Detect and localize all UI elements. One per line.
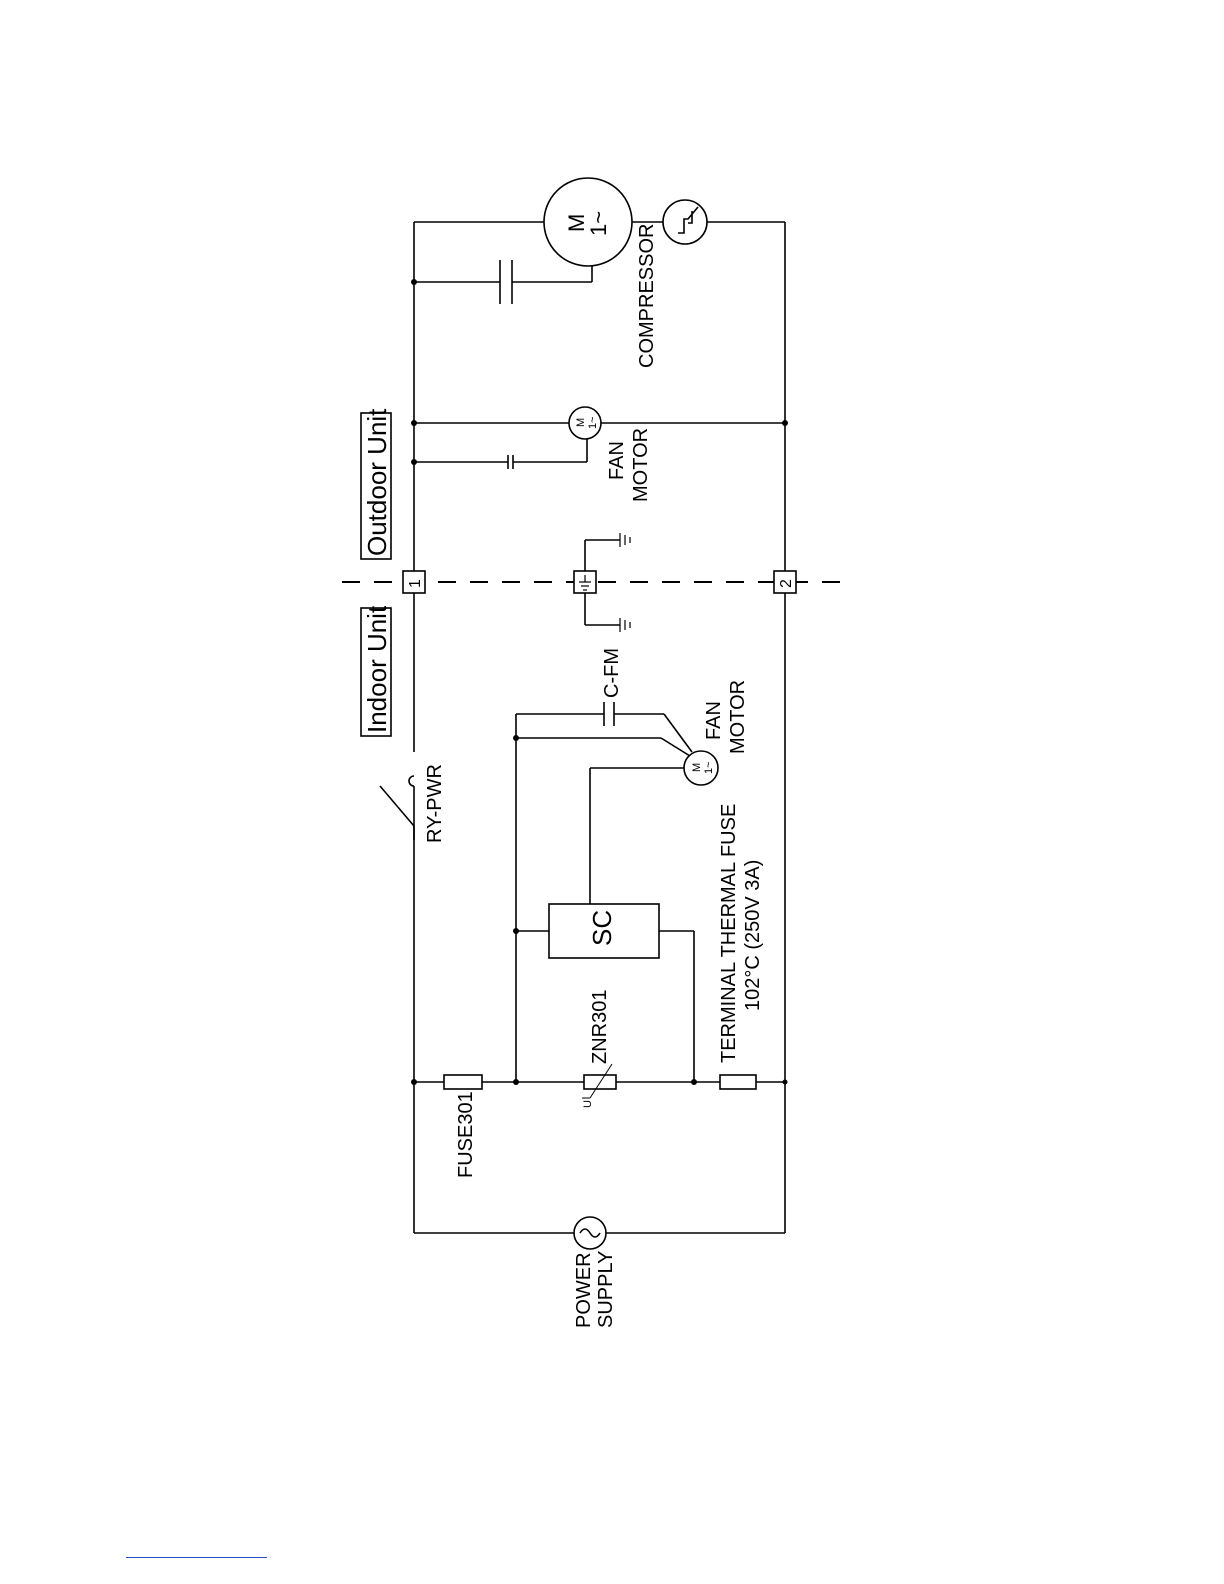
indoor-fan-phase-label: 1~ [703, 761, 715, 774]
znr301-label: ZNR301 [589, 990, 611, 1064]
compressor-branch [411, 178, 785, 304]
thermal-fuse-label-1: TERMINAL THERMAL FUSE [718, 804, 740, 1063]
ry-pwr-label: RY-PWR [424, 764, 446, 843]
c-fm-label: C-FM [601, 648, 623, 698]
footnote-rule [126, 1557, 267, 1558]
thermal-fuse-symbol [720, 1075, 756, 1089]
outdoor-unit-label: Outdoor Unit [362, 408, 392, 556]
power-supply-branch [414, 1217, 785, 1249]
indoor-fan-m-label: M [691, 763, 703, 772]
sc-label: SC [587, 910, 617, 946]
unit-labels: Indoor Unit Outdoor Unit [361, 408, 392, 736]
compressor-label: COMPRESSOR [636, 224, 658, 368]
terminal-1-label: 1 [407, 579, 424, 588]
indoor-fan-label-1: FAN [703, 701, 725, 740]
outdoor-fan-m-label: M [575, 418, 587, 427]
thermal-fuse-label-2: 102°C (250V 3A) [742, 860, 764, 1011]
fuse301-symbol [444, 1075, 482, 1089]
fuse301-label: FUSE301 [455, 1091, 477, 1178]
outdoor-fan-label-1: FAN [606, 441, 628, 480]
indoor-control [513, 702, 718, 1082]
outdoor-fan-phase-label: 1~ [587, 416, 599, 429]
terminal-2-label: 2 [778, 579, 795, 588]
power-supply-label-2: SUPPLY [595, 1251, 617, 1328]
indoor-unit-label: Indoor Unit [362, 605, 392, 733]
outdoor-fan [411, 407, 788, 469]
power-supply-label-1: POWER [573, 1252, 595, 1328]
indoor-fan-label-2: MOTOR [727, 680, 749, 754]
ry-pwr-relay [380, 776, 414, 840]
overload-protector-symbol [663, 200, 707, 244]
znr-u-label: U [582, 1100, 594, 1108]
outdoor-fan-label-2: MOTOR [630, 428, 652, 502]
compressor-phase-label: 1~ [586, 211, 611, 236]
ac-wave-icon [580, 1229, 600, 1237]
